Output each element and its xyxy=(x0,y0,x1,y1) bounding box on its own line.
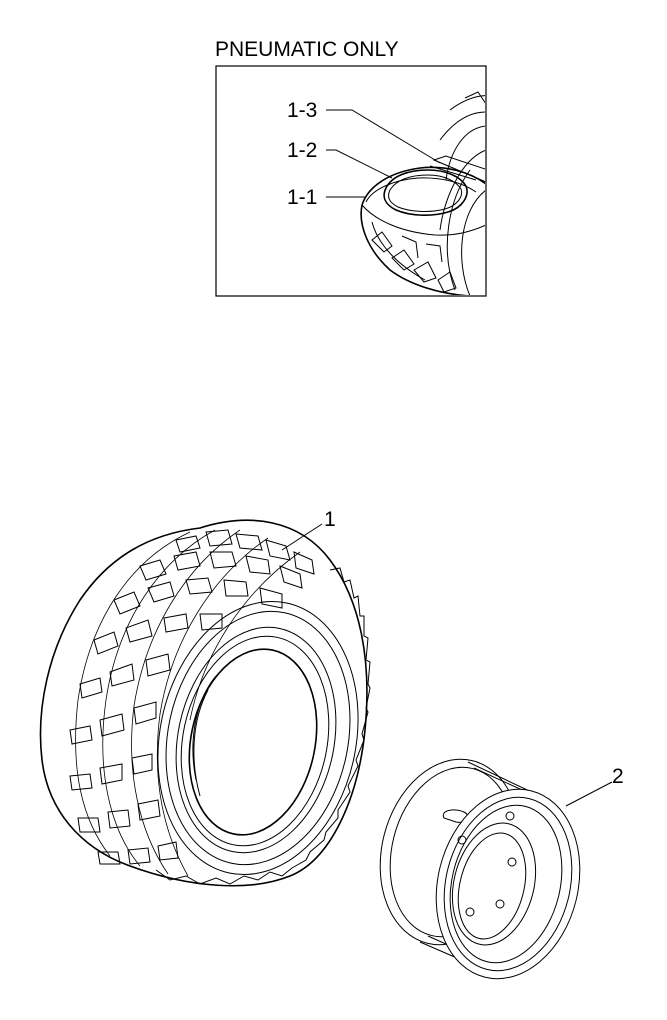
leader-1-2 xyxy=(326,149,393,179)
inset-frame xyxy=(215,65,487,297)
rim-drawing: 2 xyxy=(379,758,624,980)
inset-panel: PNEUMATIC ONLY xyxy=(215,38,487,297)
leader-2 xyxy=(565,781,613,807)
part-1-label: 1 xyxy=(324,508,336,531)
part-2-label: 2 xyxy=(612,765,624,788)
callout-1-1: 1-1 xyxy=(287,186,317,209)
leader-1-3 xyxy=(326,109,441,164)
inset-tire-section xyxy=(360,91,485,295)
callout-1-3: 1-3 xyxy=(287,99,317,122)
inset-title: PNEUMATIC ONLY xyxy=(215,38,399,61)
tire-drawing: 1 xyxy=(39,508,371,887)
leader-1 xyxy=(281,523,323,551)
callout-1-2: 1-2 xyxy=(287,139,317,162)
